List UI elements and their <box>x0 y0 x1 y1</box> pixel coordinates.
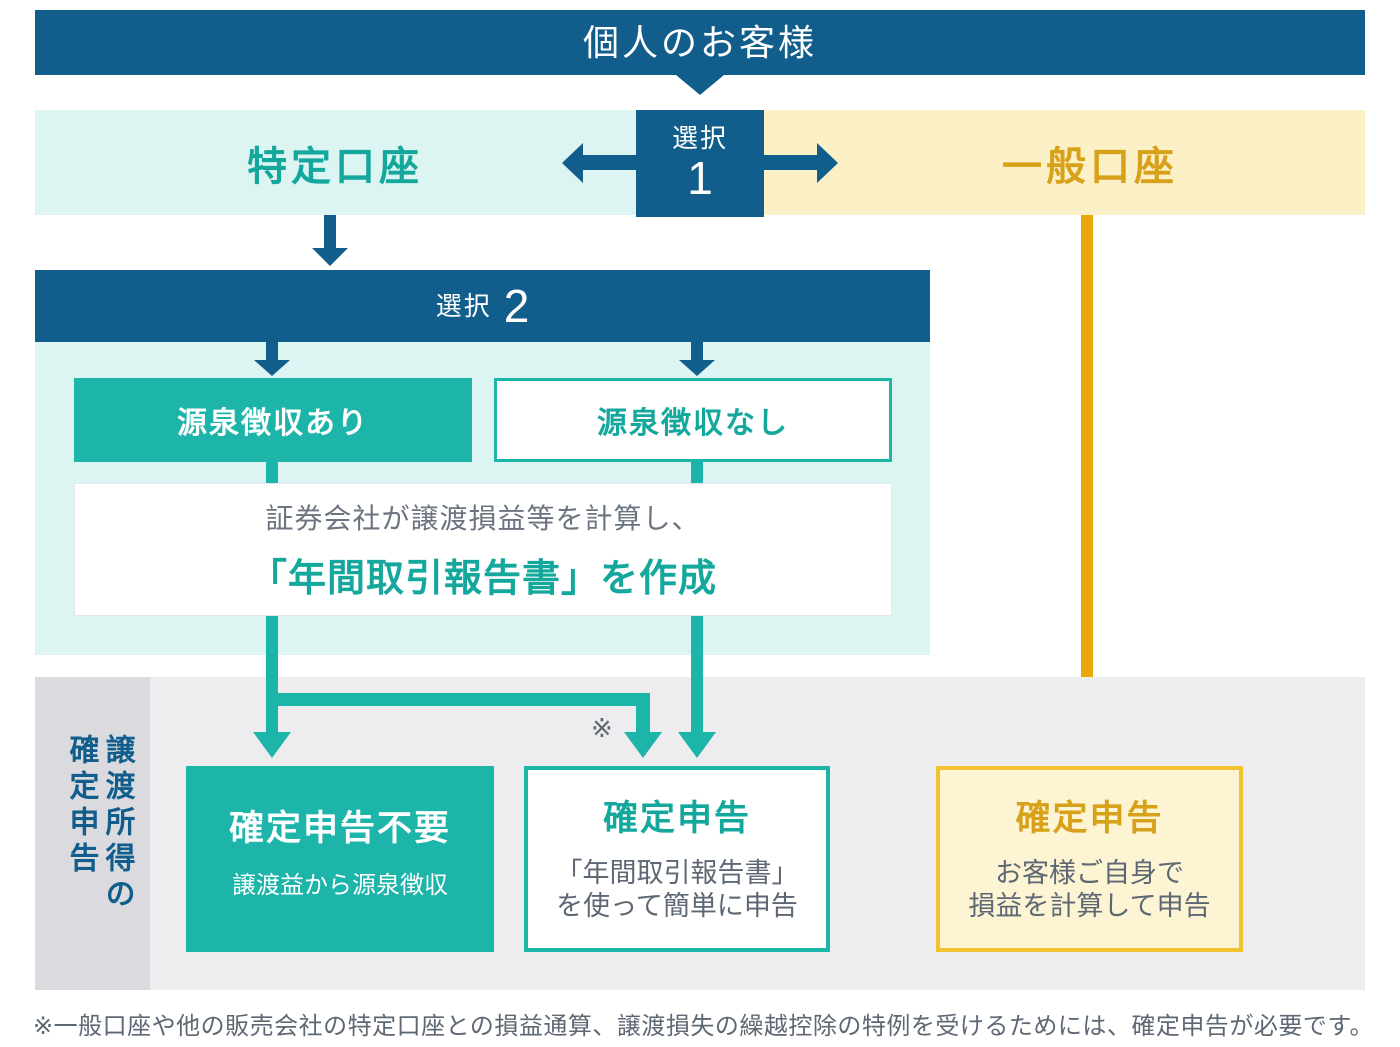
connector-withholding-seg1 <box>266 462 278 484</box>
filing-tokutei-desc-line1: 「年間取引報告書」 <box>555 857 799 888</box>
arrow-no-filing-head-icon <box>253 732 291 758</box>
no-filing-title: 確定申告不要 <box>228 809 451 848</box>
arrow-right-shaft <box>764 155 817 170</box>
choice-1-label: 選択 <box>671 122 728 153</box>
broker-report-line1: 証券会社が譲渡損益等を計算し、 <box>265 503 701 534</box>
no-filing-required-box: 確定申告不要 譲渡益から源泉徴収 <box>186 766 494 952</box>
asterisk-mark: ※ <box>591 713 613 743</box>
arrow-down-from-banner-icon <box>676 75 724 95</box>
filing-ippan-box: 確定申告 お客様ご自身で 損益を計算して申告 <box>936 766 1243 952</box>
arrow-left-head-icon <box>562 143 583 183</box>
no-filing-desc: 譲渡益から源泉徴収 <box>232 871 448 899</box>
results-sidebar: 譲渡所得の 確定申告 <box>35 677 150 990</box>
filing-ippan-desc-line2: 損益を計算して申告 <box>968 891 1211 922</box>
arrow-to-withholding-shaft <box>266 342 278 360</box>
arrow-right-head-icon <box>817 143 838 183</box>
connector-right-down <box>691 655 703 732</box>
arrow-to-no-withholding-head-icon <box>679 360 715 376</box>
filing-tokutei-title: 確定申告 <box>602 799 751 838</box>
sidebar-label-col2: 確定申告 <box>64 733 98 878</box>
choice-2-header: 選択 2 <box>35 270 930 342</box>
arrow-filing-straight-head-icon <box>678 732 716 758</box>
choice-2-label: 選択 <box>435 290 492 321</box>
arrow-tokutei-down-shaft <box>324 215 336 248</box>
tokutei-account-label: 特定口座 <box>247 144 423 189</box>
withholding-yes-box: 源泉徴収あり <box>74 378 472 462</box>
broker-report-box: 証券会社が譲渡損益等を計算し、 「年間取引報告書」を作成 <box>74 483 892 616</box>
connector-withholding-seg2 <box>266 615 278 655</box>
connector-no-withholding-seg2 <box>691 615 703 655</box>
choice-1-number: 1 <box>687 151 713 204</box>
choice-2-number: 2 <box>503 279 530 332</box>
filing-ippan-title: 確定申告 <box>1015 799 1164 838</box>
arrow-to-withholding-head-icon <box>254 360 290 376</box>
filing-ippan-desc-line1: お客様ご自身で <box>995 857 1184 888</box>
choice-1-box: 選択 1 <box>636 110 764 217</box>
withholding-no-box: 源泉徴収なし <box>494 378 892 462</box>
ippan-account-label: 一般口座 <box>1002 144 1178 189</box>
broker-report-line2: 「年間取引報告書」を作成 <box>248 558 717 600</box>
step2-panel: 選択 2 源泉徴収あり 源泉徴収なし 証券会社が譲渡損益等を計算し、 「年間取引… <box>35 270 930 655</box>
arrow-left-shaft <box>583 155 636 170</box>
arrow-tokutei-down-head-icon <box>312 248 348 266</box>
sidebar-vertical-label: 譲渡所得の 確定申告 <box>51 734 135 934</box>
sidebar-label-col1: 譲渡所得の <box>100 733 134 914</box>
arrow-filing-branch-head-icon <box>624 732 662 758</box>
arrow-ippan-down-shaft <box>1081 215 1093 728</box>
footnote-text: ※一般口座や他の販売会社の特定口座との損益通算、譲渡損失の繰越控除の特例を受ける… <box>33 1013 1374 1040</box>
filing-tokutei-box: 確定申告 「年間取引報告書」 を使って簡単に申告 <box>524 766 830 952</box>
connector-branch-horizontal <box>266 693 650 706</box>
connector-branch-drop <box>636 706 650 732</box>
header-individual-customers: 個人のお客様 <box>35 10 1365 75</box>
arrow-to-no-withholding-shaft <box>691 342 703 360</box>
filing-tokutei-desc-line2: を使って簡単に申告 <box>556 891 798 922</box>
connector-no-withholding-seg1 <box>691 462 703 484</box>
